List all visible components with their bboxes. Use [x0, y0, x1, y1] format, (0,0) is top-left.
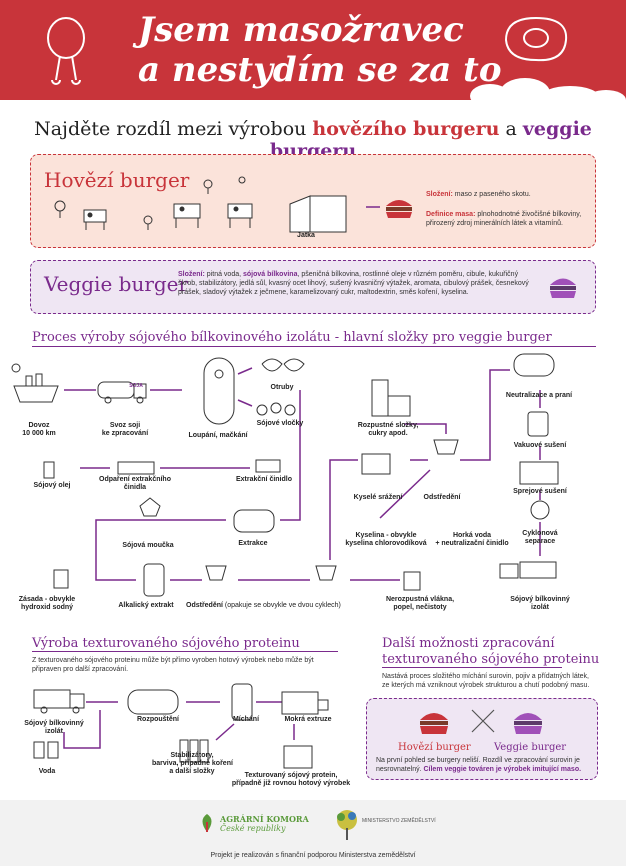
step-removal: Odpaření extrakčního činidla [99, 476, 171, 491]
headline-beef: hovězího burgeru [312, 118, 500, 140]
comparison-beef-label: Hovězí burger [398, 742, 471, 753]
logo2-text: MINISTERSTVO ZEMĚDĚLSTVÍ [362, 818, 436, 824]
step-husks: Otruby [270, 384, 294, 391]
further-divider [382, 667, 562, 668]
step-import: Dovoz 10 000 km [22, 422, 56, 437]
process-flow-diagram [11, 353, 559, 597]
footer [0, 800, 626, 866]
headline: Najděte rozdíl mezi výrobou hovězího bur… [0, 118, 626, 162]
step-base: Zásada - obvykle hydroxid sodný [18, 596, 76, 611]
step-extraction: Extrakce [238, 540, 268, 547]
texture-divider [32, 651, 338, 652]
burger-comparison-icons [420, 709, 542, 734]
beef-definition-label: Definice masa: [426, 211, 476, 218]
texture-isolate: Sójový bílkovinný izolát [24, 720, 84, 735]
step-spray: Sprejové sušení [513, 488, 567, 495]
veggie-composition-text1: pitná voda, [206, 271, 242, 278]
veggie-burger-title: Veggie burger [44, 272, 189, 296]
beef-definition: Definice masa: plnohodnotné živočišné bí… [426, 210, 588, 228]
step-cyclone: Cyklonová separace [522, 530, 558, 545]
texture-extrusion: Mokrá extruze [284, 716, 332, 723]
veggie-composition-label: Složení: [178, 271, 205, 278]
step-collection: Svoz soji ke zpracování [101, 422, 149, 437]
texture-intro: Z texturovaného sójového proteinu může b… [32, 657, 314, 673]
step-centrifuge1-note: (opakuje se obvykle ve dvou cyklech) [224, 602, 341, 609]
texture-mixing: Míchání [232, 716, 260, 723]
step-peeling: Loupání, mačkání [188, 432, 248, 439]
slaughterhouse-label: Jatka [297, 232, 315, 239]
texture-product: Texturovaný sójový protein, případně již… [231, 772, 351, 787]
cloud-shape [586, 90, 626, 110]
beef-burger-icon [366, 200, 412, 218]
ministry-tree-logo [337, 810, 357, 840]
comparison-veggie-label: Veggie burger [494, 742, 567, 753]
header-title-line1: Jsem masožravec [138, 10, 464, 50]
step-flakes: Sójové vločky [256, 420, 304, 427]
process-divider [32, 346, 596, 347]
step-flour: Sójová moučka [122, 542, 174, 549]
beef-burger-title: Hovězí burger [44, 168, 190, 192]
veggie-burger-box [30, 260, 596, 314]
step-extractant: Extrakční činidlo [235, 476, 293, 483]
agrarian-chamber-logo [202, 814, 212, 832]
logo1-line2: České republiky [220, 824, 286, 833]
step-neutralization: Neutralizace a praní [505, 392, 573, 399]
step-soy-oil: Sójový olej [33, 482, 71, 489]
beef-definition-text: plnohodnotné živočišné bílkoviny, přiroz… [426, 211, 582, 227]
texture-flow-diagram [33, 683, 329, 769]
beef-composition-text: maso z paseného skotu. [454, 191, 531, 198]
headline-part2: a [499, 118, 523, 140]
header-title-line2: a nestydím se za to [138, 50, 502, 90]
further-text: Nastává proces složitého míchání surovin… [382, 673, 590, 689]
comparison-note-bold: Cílem veggie továren je výrobek imitujíc… [423, 766, 582, 773]
step-acid: Kyselina - obvykle kyselina chlorovodíko… [345, 532, 427, 547]
drumstick-icon [47, 17, 85, 85]
step-centrifuge1: Odstředění (opakuje se obvykle ve dvou c… [186, 602, 356, 610]
comparison-note-plain: Na první pohled se burgery neliší. Rozdí… [376, 757, 580, 773]
veggie-composition: Složení: pitná voda, sójová bílkovina, p… [178, 270, 534, 297]
texture-stabilizers: Stabilizátory, barviva, případně koření … [152, 752, 233, 775]
step-hot-water: Horká voda + neutralizační činidlo [435, 532, 509, 547]
headline-part1: Najděte rozdíl mezi výrobou [34, 118, 313, 140]
step-vacuum: Vakuové sušení [513, 442, 567, 449]
process-title: Proces výroby sójového bílkovinového izo… [32, 330, 552, 345]
step-centrifuge2: Odstředění [423, 494, 461, 501]
steak-icon [504, 16, 568, 62]
comparison-note: Na první pohled se burgery neliší. Rozdí… [376, 756, 590, 774]
texture-water: Voda [38, 768, 56, 775]
footer-text: Projekt je realizován s finanční podporo… [210, 852, 416, 859]
step-soluble: Rozpustné složky, cukry apod. [357, 422, 419, 437]
further-title-line1: Další možnosti zpracování [382, 636, 555, 651]
further-title-line2: texturovaného sójového proteinu [382, 652, 600, 667]
beef-composition: Složení: maso z paseného skotu. [426, 190, 586, 199]
logo1-line1: AGRÁRNÍ KOMORA [220, 814, 309, 824]
texture-title: Výroba texturovaného sójového proteinu [32, 636, 300, 651]
comparison-box [366, 698, 598, 780]
texture-dissolving: Rozpouštění [137, 716, 179, 723]
step-isolate: Sójový bílkovinný izolát [510, 596, 570, 611]
veggie-composition-highlight: sójová bílkovina [243, 271, 298, 278]
step-acid-precip: Kyselé srážení [353, 494, 403, 501]
truck-label: SOJA [129, 383, 143, 389]
beef-composition-label: Složení: [426, 191, 453, 198]
step-alkaline: Alkalický extrakt [118, 602, 174, 609]
veggie-composition-text2: , pšeničná bílkovina, rostlinné oleje v … [178, 271, 529, 296]
veggie-burger-icon [550, 278, 576, 298]
step-waste: Nerozpustná vlákna, popel, nečistoty [385, 596, 455, 611]
step-centrifuge1-label: Odstředění [186, 602, 223, 609]
cattle-pasture-illustration [54, 176, 347, 233]
